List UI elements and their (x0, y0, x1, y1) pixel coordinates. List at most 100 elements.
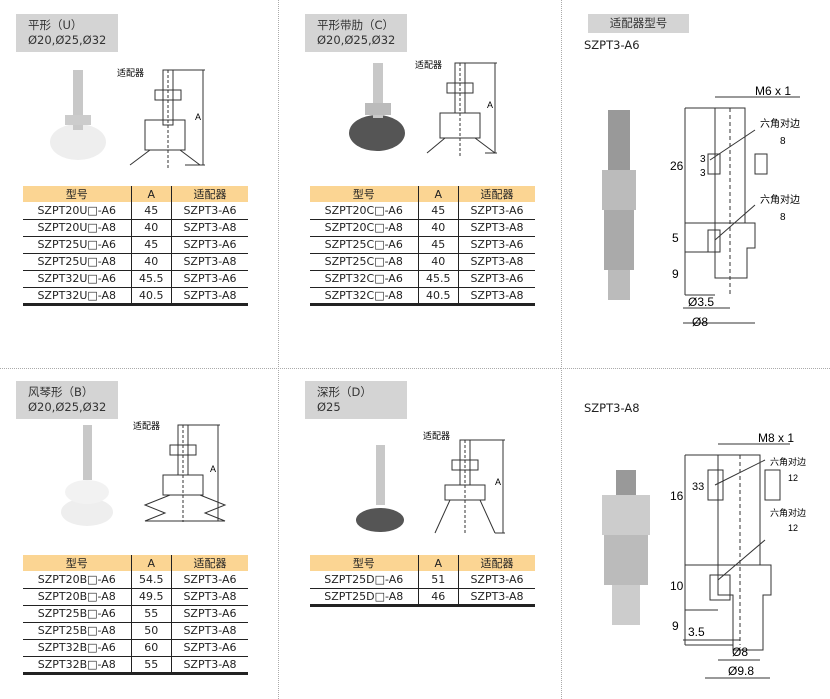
table-cell: SZPT25U□-A8 (23, 253, 131, 271)
adapter-title: 适配器型号 (588, 14, 689, 33)
table-cell: 50 (130, 622, 172, 640)
table-cell: SZPT32B□-A6 (23, 639, 131, 657)
table-cell: SZPT3-A6 (171, 639, 248, 657)
table-cell: 40.5 (130, 287, 172, 305)
table-cell: SZPT3-A6 (458, 202, 535, 220)
panel-title: 风琴形（B） (28, 385, 94, 399)
table-cell: SZPT3-A6 (171, 236, 248, 254)
table-cell: 46 (417, 588, 459, 606)
table-cell: SZPT25U□-A6 (23, 236, 131, 254)
column-header: 型号 (23, 186, 131, 202)
cup-d-drawing: 适配器 A (356, 431, 505, 535)
table-cell: SZPT3-A8 (171, 588, 248, 606)
column-header: A (417, 186, 459, 202)
hex-value: 8 (780, 212, 786, 223)
table-cell: 45.5 (417, 270, 459, 288)
panel-label-c: 平形带肋（C）Ø20,Ø25,Ø32 (305, 14, 407, 52)
dimension-a: A (495, 477, 501, 487)
table-cell: 55 (130, 656, 172, 674)
table-cell: 49.5 (130, 588, 172, 606)
table-cell: SZPT3-A8 (171, 219, 248, 237)
table-cell: 40 (417, 253, 459, 271)
dimension-a: A (210, 464, 216, 474)
panel-label-d: 深形（D）Ø25 (305, 381, 407, 419)
adapter-code-a6: SZPT3-A6 (584, 38, 640, 52)
cup-u-drawing: 适配器 A (50, 68, 205, 170)
table-cell: SZPT20B□-A6 (23, 571, 131, 589)
dim-33: 33 (692, 481, 704, 493)
hex-label: 六角对边 (760, 193, 800, 206)
table-cell: SZPT3-A6 (458, 571, 535, 589)
table-cell: SZPT32C□-A8 (310, 287, 418, 305)
table-cell: SZPT3-A8 (171, 287, 248, 305)
table-cell: SZPT32U□-A6 (23, 270, 131, 288)
table-cell: SZPT3-A8 (171, 656, 248, 674)
thread-spec: M8 x 1 (758, 431, 794, 445)
column-header: 型号 (23, 555, 131, 571)
hex-value: 8 (780, 136, 786, 147)
table-cell: SZPT20C□-A8 (310, 219, 418, 237)
table-cell: SZPT20B□-A8 (23, 588, 131, 606)
table-cell: 40 (130, 253, 172, 271)
column-header: 适配器 (458, 186, 535, 202)
table-cell: SZPT3-A6 (458, 236, 535, 254)
adapter-code-a8: SZPT3-A8 (584, 401, 640, 415)
adapter-label: 适配器 (133, 421, 160, 431)
hex-label: 六角对边 (770, 456, 806, 467)
panel-title: 平形带肋（C） (317, 18, 395, 32)
table-cell: SZPT3-A8 (458, 287, 535, 305)
table-cell: 45 (417, 202, 459, 220)
table-cell: SZPT3-A8 (458, 219, 535, 237)
dim-3-5: 3.5 (688, 625, 705, 639)
dim-3: 3 (700, 168, 706, 179)
table-cell: SZPT25B□-A6 (23, 605, 131, 623)
table-cell: SZPT3-A8 (171, 622, 248, 640)
table-cell: SZPT3-A8 (171, 253, 248, 271)
table-cell: SZPT25C□-A8 (310, 253, 418, 271)
table-cell: 45.5 (130, 270, 172, 288)
dim-9: 9 (672, 267, 679, 281)
column-header: 型号 (310, 555, 418, 571)
table-cell: 51 (417, 571, 459, 589)
table-cell: SZPT32C□-A6 (310, 270, 418, 288)
table-cell: 60 (130, 639, 172, 657)
table-cell: SZPT3-A6 (458, 270, 535, 288)
adapter-a8-drawing: M8 x 1 六角对边 12 六角对边 12 16 33 10 9 3.5 Ø8… (602, 431, 806, 679)
column-header: 适配器 (171, 555, 248, 571)
adapter-label: 适配器 (423, 431, 450, 441)
hex-value: 12 (788, 473, 798, 483)
dia-8: Ø8 (732, 645, 748, 659)
table-cell: SZPT20C□-A6 (310, 202, 418, 220)
table-cell: 40 (130, 219, 172, 237)
dim-16: 16 (670, 489, 684, 503)
column-divider (561, 0, 562, 699)
table-cell: SZPT3-A8 (458, 253, 535, 271)
column-header: A (417, 555, 459, 571)
dim-3: 3 (700, 154, 706, 165)
panel-label-u: 平形（U）Ø20,Ø25,Ø32 (16, 14, 118, 52)
column-divider (278, 0, 279, 699)
adapter-label: 适配器 (415, 60, 442, 70)
column-header: 适配器 (458, 555, 535, 571)
